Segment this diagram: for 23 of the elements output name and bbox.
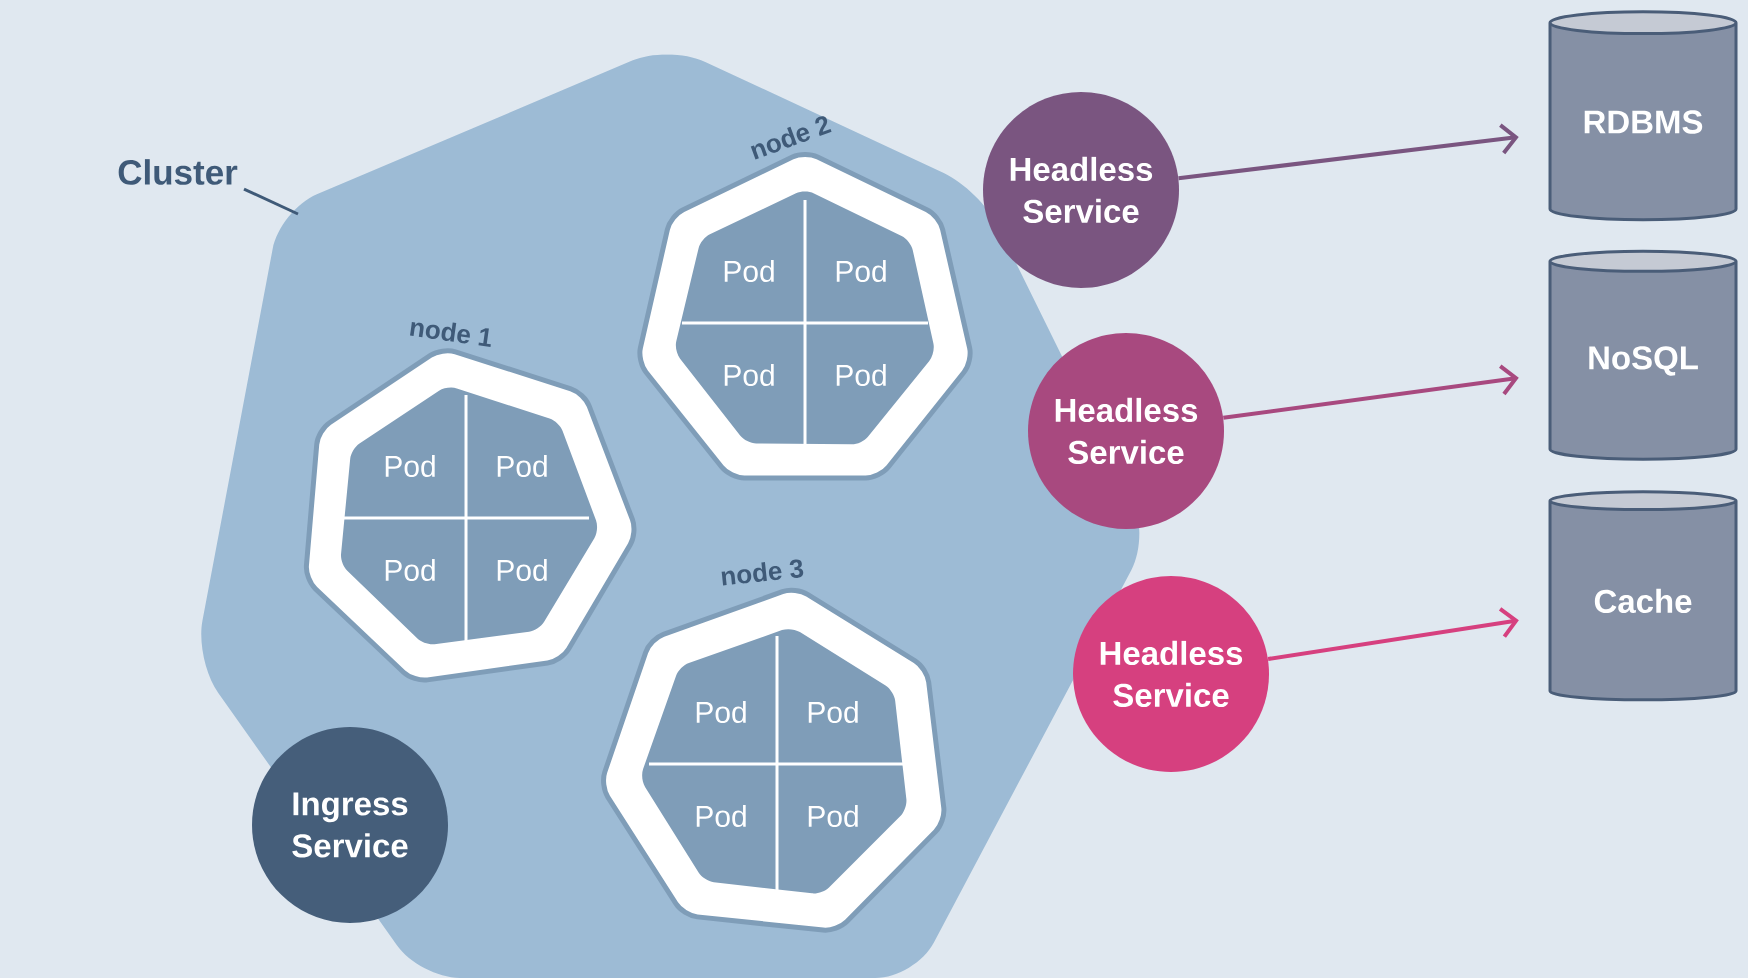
pod-cell: Pod [385,559,435,581]
pod-cell: Pod [696,805,746,827]
pod-cell: Pod [808,805,858,827]
leader-line [243,187,299,216]
pod-cell: Pod [836,260,886,282]
arrow [1267,607,1519,661]
pod-cell: Pod [808,701,858,723]
arrow [1223,364,1519,420]
pod-cell: Pod [696,701,746,723]
pod-cell: Pod [836,364,886,386]
node-label: node 1 [410,322,491,347]
database-cylinder: RDBMS [1548,10,1738,222]
node-label: node 2 [750,116,832,160]
pod-cell: Pod [385,455,435,477]
pod-cell: Pod [724,260,774,282]
arrow [1178,123,1519,181]
pod-cell: Pod [497,559,547,581]
cluster-label: Cluster [118,159,238,185]
node-label: node 3 [721,559,804,586]
database-cylinder: Cache [1548,490,1738,702]
database-cylinder: NoSQL [1548,249,1738,461]
pod-cell: Pod [497,455,547,477]
pod-cell: Pod [724,364,774,386]
